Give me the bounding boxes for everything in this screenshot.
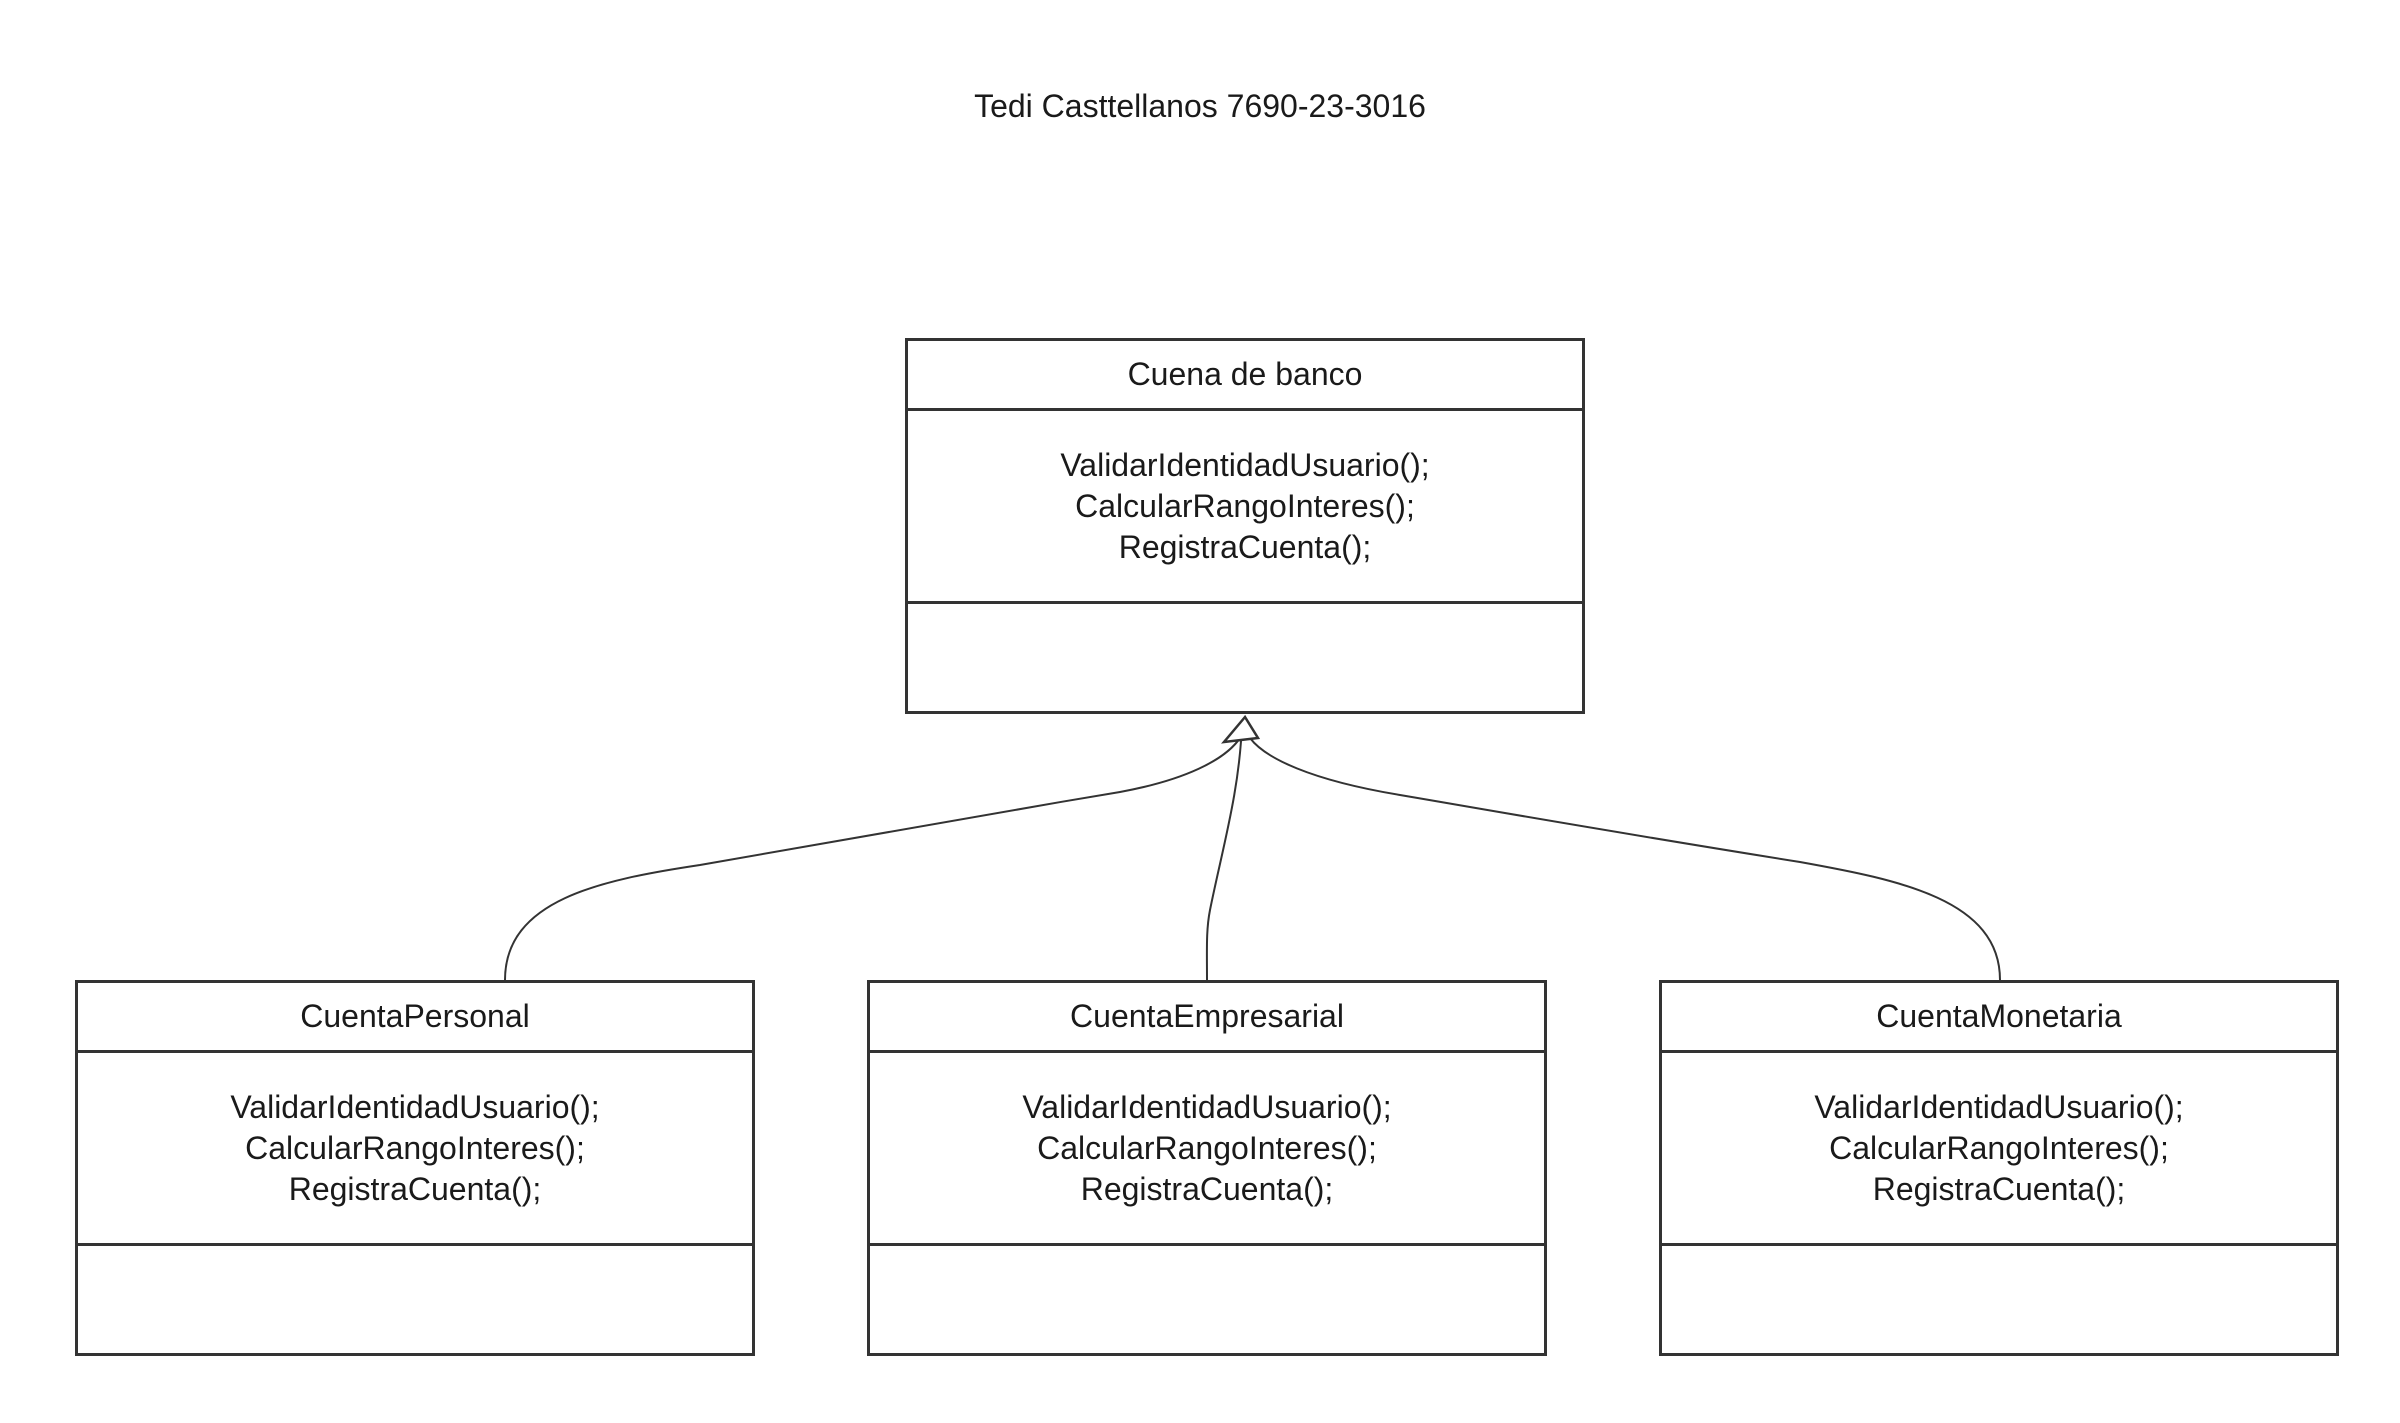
diagram-title: Tedi Casttellanos 7690-23-3016 — [974, 88, 1426, 124]
class-methods: ValidarIdentidadUsuario(); CalcularRango… — [908, 411, 1582, 604]
method: CalcularRangoInteres(); — [1829, 1129, 2169, 1166]
class-methods: ValidarIdentidadUsuario(); CalcularRango… — [1662, 1053, 2336, 1246]
class-methods: ValidarIdentidadUsuario(); CalcularRango… — [78, 1053, 752, 1246]
connector-monetaria-to-banco[interactable] — [1249, 737, 2001, 981]
class-name: CuentaEmpresarial — [870, 983, 1544, 1053]
method: RegistraCuenta(); — [288, 1170, 542, 1207]
method: ValidarIdentidadUsuario(); — [230, 1088, 600, 1125]
method: ValidarIdentidadUsuario(); — [1814, 1088, 2184, 1125]
method: ValidarIdentidadUsuario(); — [1060, 446, 1430, 483]
class-name: CuentaMonetaria — [1662, 983, 2336, 1053]
method: ValidarIdentidadUsuario(); — [1022, 1088, 1392, 1125]
class-attributes — [908, 604, 1582, 711]
class-attributes — [870, 1246, 1544, 1353]
method: CalcularRangoInteres(); — [1075, 487, 1415, 524]
class-methods: ValidarIdentidadUsuario(); CalcularRango… — [870, 1053, 1544, 1246]
class-cuenta-personal[interactable]: CuentaPersonal ValidarIdentidadUsuario()… — [75, 980, 755, 1356]
class-name: Cuena de banco — [908, 341, 1582, 411]
method: CalcularRangoInteres(); — [245, 1129, 585, 1166]
class-name: CuentaPersonal — [78, 983, 752, 1053]
inheritance-arrowhead — [1221, 714, 1261, 744]
class-attributes — [1662, 1246, 2336, 1353]
method: RegistraCuenta(); — [1080, 1170, 1334, 1207]
class-cuenta-empresarial[interactable]: CuentaEmpresarial ValidarIdentidadUsuari… — [867, 980, 1547, 1356]
connector-empresarial-to-banco[interactable] — [1205, 721, 1243, 981]
method: CalcularRangoInteres(); — [1037, 1129, 1377, 1166]
method: RegistraCuenta(); — [1118, 528, 1372, 565]
class-cuenta-de-banco[interactable]: Cuena de banco ValidarIdentidadUsuario()… — [905, 338, 1585, 714]
class-cuenta-monetaria[interactable]: CuentaMonetaria ValidarIdentidadUsuario(… — [1659, 980, 2339, 1356]
connector-personal-to-banco[interactable] — [504, 737, 1241, 981]
method: RegistraCuenta(); — [1872, 1170, 2126, 1207]
class-attributes — [78, 1246, 752, 1353]
